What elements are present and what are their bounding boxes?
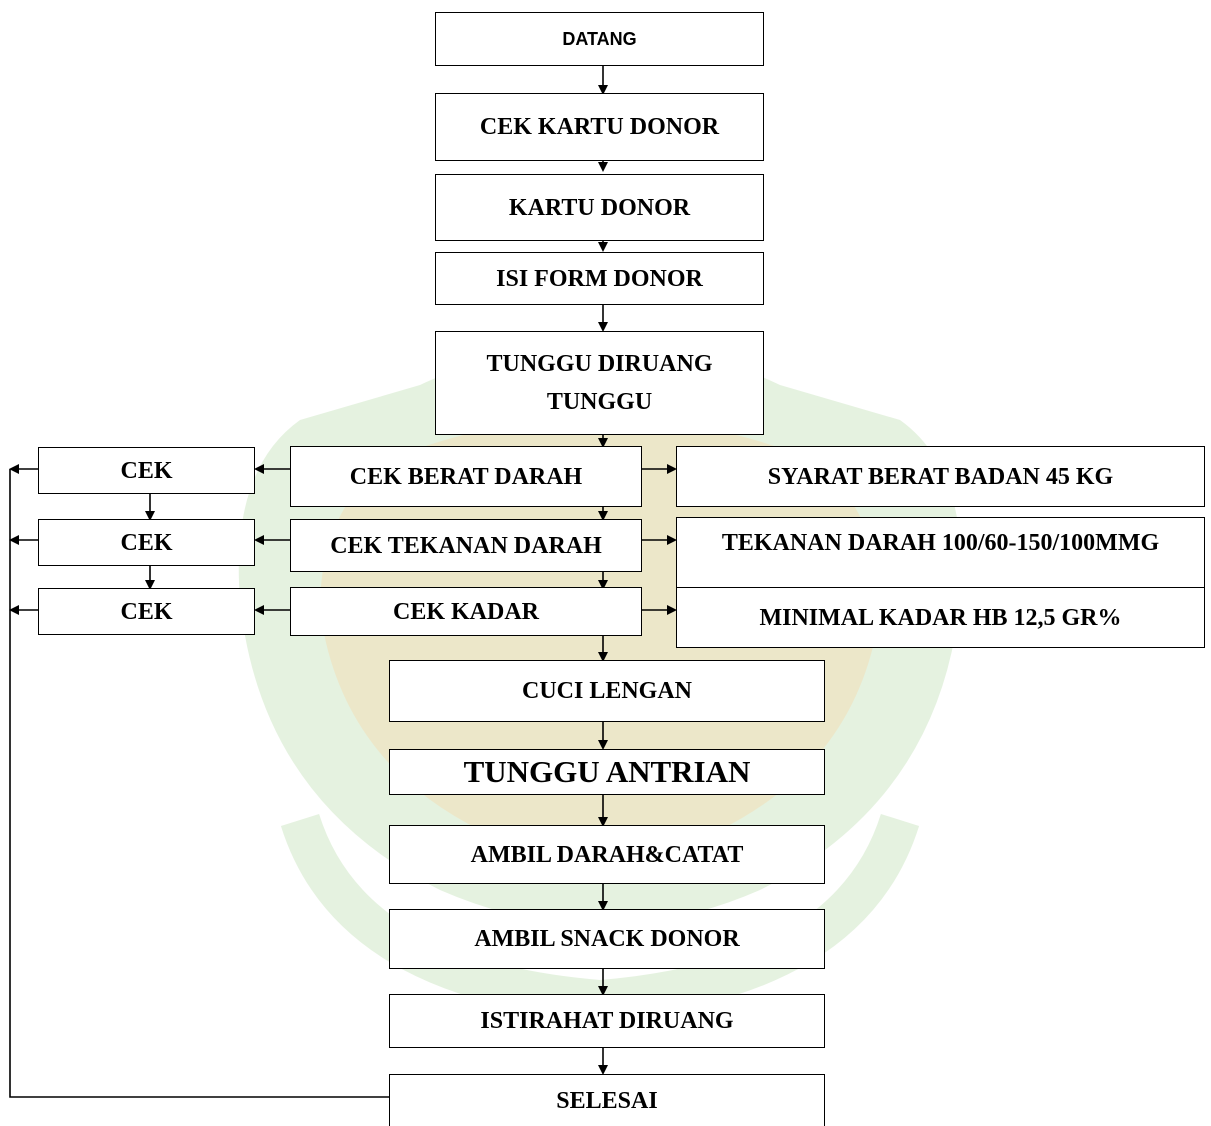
node-syarat-berat-badan-label: SYARAT BERAT BADAN 45 KG [767,463,1114,490]
node-cek-3: CEK [38,588,255,635]
node-cek-tekanan-darah: CEK TEKANAN DARAH [290,519,642,572]
node-kartu-donor: KARTU DONOR [435,174,764,241]
node-cuci-lengan: CUCI LENGAN [389,660,825,722]
node-selesai-label: SELESAI [556,1087,658,1114]
node-isi-form-donor-label: ISI FORM DONOR [496,265,703,292]
node-ambil-darah-catat: AMBIL DARAH&CATAT [389,825,825,884]
node-cek-1-label: CEK [120,457,173,484]
node-tekanan-darah-range-label: TEKANAN DARAH 100/60-150/100MMG [721,530,1160,556]
node-cek-2: CEK [38,519,255,566]
node-cuci-lengan-label: CUCI LENGAN [521,678,692,704]
node-cek-berat-darah-label: CEK BERAT DARAH [349,463,583,490]
node-cek-kadar: CEK KADAR [290,587,642,636]
node-cek-kartu-donor-label: CEK KARTU DONOR [479,114,720,140]
node-ambil-darah-catat-label: AMBIL DARAH&CATAT [470,841,744,868]
node-tunggu-diruang-line2: TUNGGU [546,389,653,415]
node-minimal-kadar-hb-label: MINIMAL KADAR HB 12,5 GR% [759,604,1122,631]
node-tekanan-darah-range: TEKANAN DARAH 100/60-150/100MMG [676,517,1205,588]
node-tunggu-diruang-line1: TUNGGU DIRUANG [486,351,713,377]
node-cek-kartu-donor: CEK KARTU DONOR [435,93,764,161]
node-cek-berat-darah: CEK BERAT DARAH [290,446,642,507]
node-cek-3-label: CEK [120,598,173,625]
node-tunggu-diruang-tunggu: TUNGGU DIRUANG TUNGGU [435,331,764,435]
node-ambil-snack-donor-label: AMBIL SNACK DONOR [474,926,740,952]
node-kartu-donor-label: KARTU DONOR [508,194,691,221]
node-minimal-kadar-hb: MINIMAL KADAR HB 12,5 GR% [676,587,1205,648]
node-tunggu-antrian: TUNGGU ANTRIAN [389,749,825,795]
node-isi-form-donor: ISI FORM DONOR [435,252,764,305]
node-cek-tekanan-darah-label: CEK TEKANAN DARAH [330,532,602,559]
node-cek-1: CEK [38,447,255,494]
node-syarat-berat-badan: SYARAT BERAT BADAN 45 KG [676,446,1205,507]
node-cek-2-label: CEK [120,529,173,556]
node-tunggu-antrian-label: TUNGGU ANTRIAN [463,754,751,789]
node-cek-kadar-label: CEK KADAR [392,598,539,625]
node-istirahat-diruang: ISTIRAHAT DIRUANG [389,994,825,1048]
node-datang: DATANG [435,12,764,66]
node-selesai: SELESAI [389,1074,825,1126]
node-datang-label: DATANG [562,29,637,49]
node-ambil-snack-donor: AMBIL SNACK DONOR [389,909,825,969]
node-istirahat-diruang-label: ISTIRAHAT DIRUANG [480,1008,734,1034]
